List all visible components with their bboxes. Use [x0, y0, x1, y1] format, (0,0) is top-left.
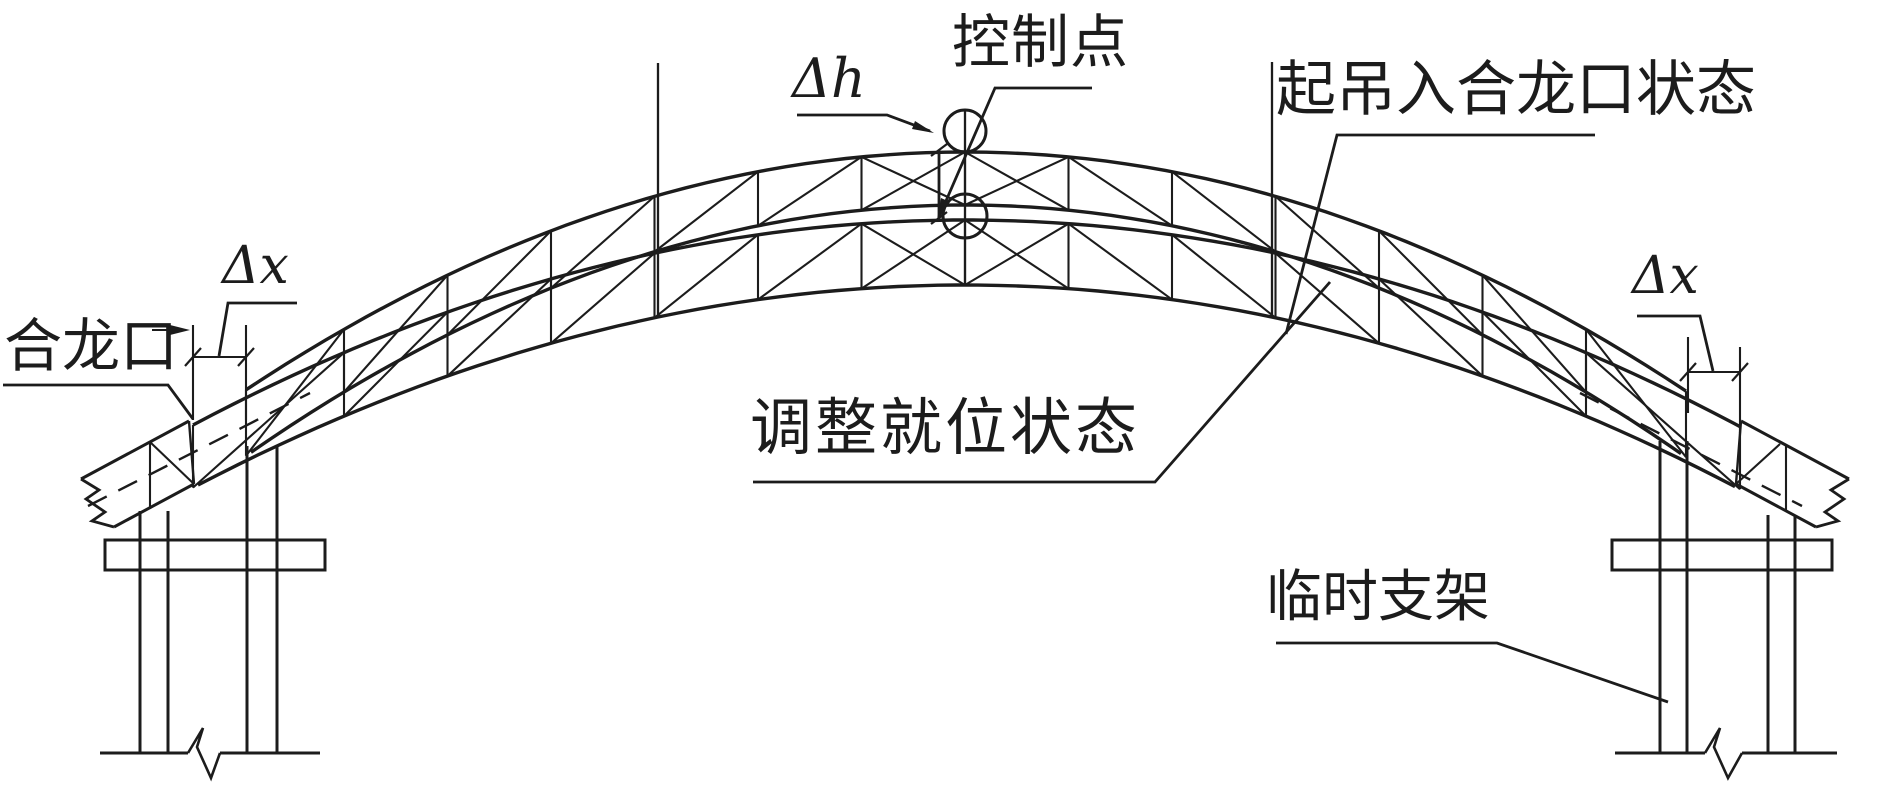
temporary-support-bents	[100, 441, 1837, 782]
side-segments	[80, 391, 1850, 529]
dimension-marks	[152, 325, 1749, 433]
control-point-markers	[930, 108, 989, 240]
control-point-label: 控制点	[952, 10, 1130, 75]
closure-opening-label: 合龙口	[4, 314, 179, 379]
delta-x-left-label: Δx	[222, 236, 289, 296]
temporary-support-label: 临时支架	[1266, 567, 1490, 629]
delta-x-right-label: Δx	[1632, 246, 1699, 306]
delta-h-label: Δh	[792, 47, 866, 110]
hoist-cables	[656, 62, 1274, 318]
truss-chords	[192, 150, 1741, 489]
adjusted-state-label: 调整就位状态	[750, 395, 1141, 463]
lifted-state-label: 起吊入合龙口状态	[1276, 57, 1756, 123]
leader-lines	[3, 86, 1715, 704]
